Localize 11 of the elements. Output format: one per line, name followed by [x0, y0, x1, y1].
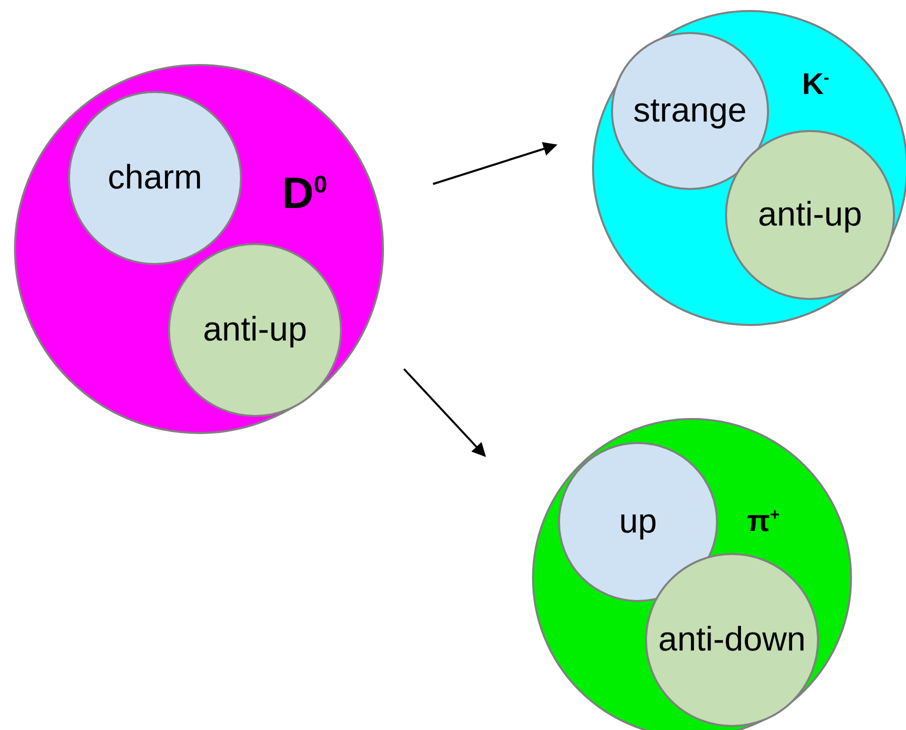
quark-label: anti-up: [757, 196, 863, 234]
quark-label: up: [618, 502, 658, 542]
particle-label: D$^{0}$: [282, 172, 328, 216]
particle-label: π$^{+}$: [747, 507, 780, 537]
arrow: [432, 142, 558, 185]
arrow: [403, 368, 486, 458]
particle-label: K$^{-}$: [802, 70, 830, 100]
quark-label: anti-up: [202, 310, 308, 350]
quark-label: charm: [106, 158, 204, 198]
quark-label: anti-down: [657, 620, 807, 660]
quark-label: strange: [632, 92, 748, 130]
